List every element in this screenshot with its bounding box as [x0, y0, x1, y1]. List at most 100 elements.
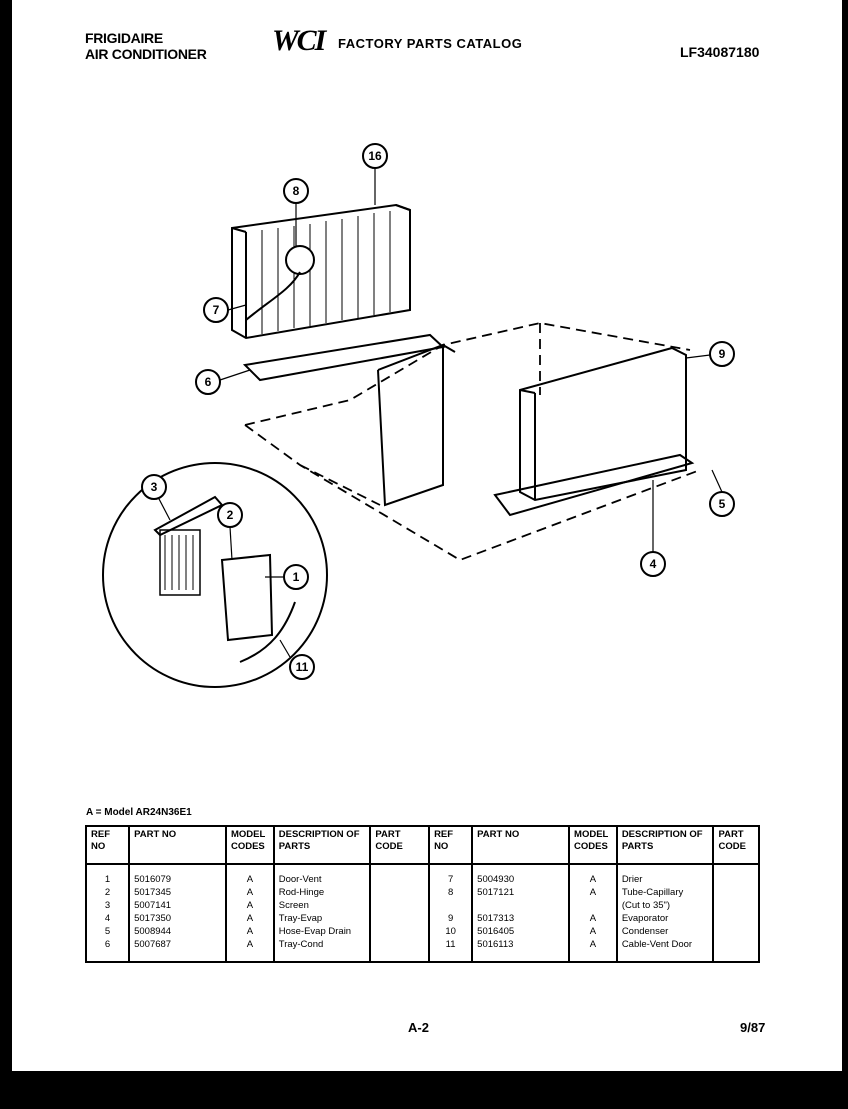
cell-part-2 [471, 899, 571, 912]
cell-desc: Tray-Cond [272, 938, 372, 963]
callout-8: 8 [283, 178, 309, 204]
evaporator-tray [493, 453, 695, 517]
svg-text:5: 5 [719, 497, 726, 511]
condenser-tray [242, 333, 446, 382]
cell-desc-2: Cable-Vent Door [615, 938, 715, 963]
brand-name: FRIGIDAIRE [85, 30, 163, 46]
cell-ref: 5 [84, 925, 131, 938]
cell-code [369, 886, 431, 899]
wci-logo: WCI [272, 24, 326, 57]
callout-6: 6 [195, 369, 221, 395]
cell-part-2: 5004930 [471, 864, 571, 886]
header-part-code-2: PART CODE [712, 825, 760, 865]
cell-desc-2: Drier [615, 864, 715, 886]
scan-edge-left [0, 0, 12, 1109]
cell-code-2 [712, 938, 760, 963]
cell-desc: Hose-Evap Drain [272, 925, 372, 938]
evaporator-coil [519, 346, 687, 502]
callout-16: 16 [362, 143, 388, 169]
page-number: A-2 [408, 1020, 429, 1035]
partition-box [377, 343, 456, 507]
callout-5: 5 [709, 491, 735, 517]
cell-ref-2: 7 [428, 864, 474, 886]
cell-code-2 [712, 912, 760, 925]
product-type: AIR CONDITIONER [85, 46, 207, 62]
cell-ref-2: 8 [428, 886, 474, 899]
cell-part: 5016079 [128, 864, 227, 886]
cell-code-2 [712, 925, 760, 938]
cell-ref-2 [428, 899, 474, 912]
parts-table: REF NO PART NO MODEL CODES DESCRIPTION O… [84, 825, 760, 963]
cell-ref: 4 [84, 912, 131, 925]
cell-desc: Screen [272, 899, 372, 912]
cell-part-2: 5016113 [471, 938, 571, 963]
condenser-coil [231, 203, 411, 340]
cell-model: A [224, 912, 275, 925]
cell-code [369, 899, 431, 912]
cell-ref-2: 11 [428, 938, 474, 963]
cell-code-2 [712, 899, 760, 912]
brand-block: FRIGIDAIRE AIR CONDITIONER [85, 30, 207, 62]
cell-desc-2: Condenser [615, 925, 715, 938]
svg-text:1: 1 [293, 570, 300, 584]
cell-ref-2: 10 [428, 925, 474, 938]
cell-model-2: A [568, 925, 618, 938]
cell-desc-2: (Cut to 35") [615, 899, 715, 912]
svg-text:16: 16 [368, 149, 382, 163]
scan-edge-right [842, 0, 848, 1109]
cell-desc-2: Tube-Capillary [615, 886, 715, 899]
cell-part: 5007687 [128, 938, 227, 963]
header-model-codes: MODEL CODES [224, 825, 275, 865]
cell-part-2: 5016405 [471, 925, 571, 938]
cell-desc: Door-Vent [272, 864, 372, 886]
svg-text:8: 8 [293, 184, 300, 198]
cell-model-2: A [568, 864, 618, 886]
cell-model: A [224, 864, 275, 886]
detail-circle [102, 462, 328, 688]
cell-code-2 [712, 886, 760, 899]
header-description-2: DESCRIPTION OF PARTS [615, 825, 715, 865]
callout-1: 1 [283, 564, 309, 590]
catalog-title: FACTORY PARTS CATALOG [338, 36, 523, 51]
cell-desc: Rod-Hinge [272, 886, 372, 899]
header-ref-no: REF NO [84, 825, 131, 865]
cell-model-2: A [568, 938, 618, 963]
cell-ref: 2 [84, 886, 131, 899]
model-number: LF34087180 [680, 44, 760, 60]
callout-3: 3 [141, 474, 167, 500]
header-ref-no-2: REF NO [428, 825, 474, 865]
cell-ref-2: 9 [428, 912, 474, 925]
header-part-no-2: PART NO [471, 825, 571, 865]
cell-ref: 3 [84, 899, 131, 912]
svg-text:4: 4 [650, 557, 657, 571]
page-date: 9/87 [740, 1020, 766, 1035]
cell-code [369, 912, 431, 925]
cell-model: A [224, 886, 275, 899]
header-description: DESCRIPTION OF PARTS [272, 825, 372, 865]
cell-code [369, 864, 431, 886]
callout-4: 4 [640, 551, 666, 577]
cell-desc: Tray-Evap [272, 912, 372, 925]
callout-2: 2 [217, 502, 243, 528]
svg-text:2: 2 [227, 508, 234, 522]
callout-11: 11 [289, 654, 315, 680]
exploded-parts-diagram: 16 8 7 6 9 5 4 3 2 1 11 [102, 143, 735, 688]
cell-part-2: 5017121 [471, 886, 571, 899]
cell-part-2: 5017313 [471, 912, 571, 925]
cell-code [369, 938, 431, 963]
leader-lines [157, 168, 723, 658]
cell-model-2 [568, 899, 618, 912]
base-outline [244, 322, 701, 561]
svg-text:9: 9 [719, 347, 726, 361]
header-part-code: PART CODE [369, 825, 431, 865]
svg-text:3: 3 [151, 480, 158, 494]
svg-text:11: 11 [296, 660, 309, 674]
cell-part: 5007141 [128, 899, 227, 912]
cell-model: A [224, 925, 275, 938]
cell-ref: 6 [84, 938, 131, 963]
callout-7: 7 [203, 297, 229, 323]
